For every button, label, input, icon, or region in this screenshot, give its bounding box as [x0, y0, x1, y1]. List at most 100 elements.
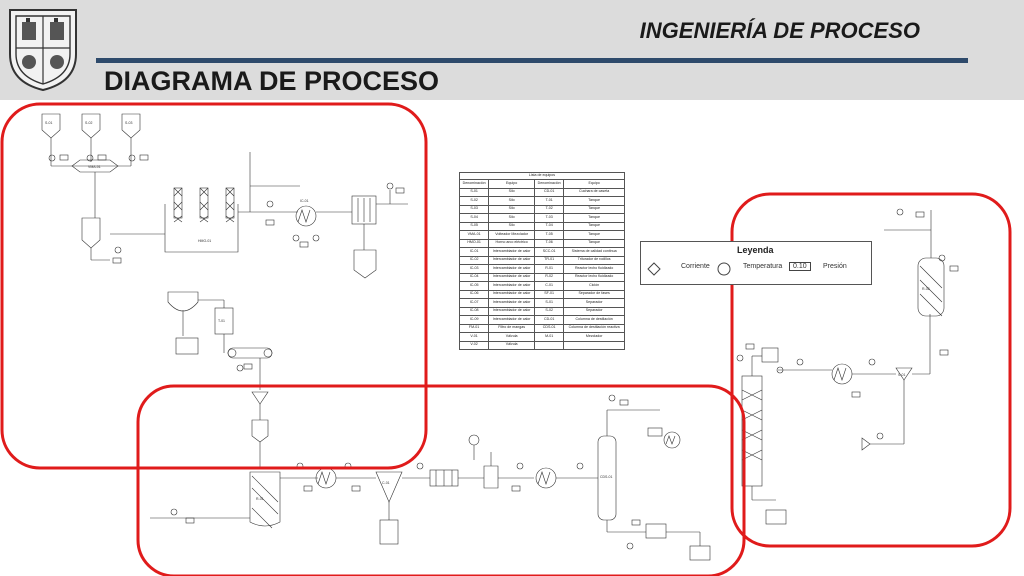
equipment-cell: IC-08 [458, 306, 490, 316]
equipment-cell: IC-05 [458, 281, 490, 291]
equipment-cell: Filtro de mangas [488, 323, 536, 333]
highlight-region-right [730, 192, 1012, 548]
equipment-cell: Intercambiador de calor [488, 255, 536, 265]
equipment-cell: Tanque [563, 230, 625, 240]
silo-2-label: S-02 [85, 121, 92, 125]
legend-title: Leyenda [737, 245, 774, 255]
equipment-cell: T-06 [534, 238, 565, 248]
university-seal-icon [9, 9, 77, 92]
equipment-cell: Ciclón [563, 281, 625, 291]
header-rule [96, 58, 968, 63]
stream-diamond-icon [647, 262, 661, 276]
page-title: DIAGRAMA DE PROCESO [104, 66, 440, 96]
equipment-cell: SCC-01 [534, 247, 565, 257]
equipment-cell: Mezclador [563, 332, 625, 342]
equipment-cell: Silo [488, 204, 536, 214]
equipment-cell: HMO-01 [458, 238, 490, 248]
equipment-cell: Tanque [563, 204, 625, 214]
equipment-cell: Silo [488, 187, 536, 197]
equipment-cell: R-02 [534, 272, 565, 282]
equipment-cell: M-01 [534, 332, 565, 342]
silo-1-label: S-01 [45, 121, 52, 125]
equipment-cell: Tanque [563, 221, 625, 231]
equipment-cell: CD-01 [534, 315, 565, 325]
equipment-cell: Volteador Mezclador [488, 230, 536, 240]
section-subtitle: INGENIERÍA DE PROCESO [639, 18, 920, 43]
equipment-cell: Tanque [563, 238, 625, 248]
silo-group [41, 113, 149, 264]
equipment-cell: Válvula [488, 332, 536, 342]
equipment-cell: IC-04 [458, 272, 490, 282]
process-flow-drawing: S-01 S-02 S-03 VMA-01 HMO-01 IC-01 C-01 … [0, 102, 1012, 576]
reactor-2-label: R-02 [922, 287, 930, 291]
equipment-cell: R-01 [534, 264, 565, 274]
equipment-cell: Reactor lecho fluidizado [563, 272, 625, 282]
equipment-cell: C-01 [534, 281, 565, 291]
slide-header: INGENIERÍA DE PROCESO DIAGRAMA DE PROCES… [0, 0, 1024, 100]
equipment-cell [534, 340, 565, 350]
equipment-cell: Silo [488, 221, 536, 231]
bottom-line [150, 394, 711, 561]
equipment-cell: Intercambiador de calor [488, 247, 536, 257]
equipment-cell: S-01 [534, 298, 565, 308]
highlight-region-top-left [0, 102, 428, 470]
equipment-cell: Silo [488, 196, 536, 206]
cyclone-label: C-01 [382, 481, 390, 485]
equipment-cell: Intercambiador de calor [488, 264, 536, 274]
equipment-cell [563, 340, 625, 350]
mixer-label: VMA-01 [88, 165, 101, 169]
equipment-cell: CD-01 [534, 187, 565, 197]
reactor-1-label: R-01 [256, 497, 264, 501]
equipment-cell: IC-06 [458, 289, 490, 299]
separator-label: S-01 [898, 373, 905, 377]
equipment-cell: Intercambiador de calor [488, 289, 536, 299]
equipment-cell: Cuchara de caseta [563, 187, 625, 197]
equipment-cell: S-03 [458, 204, 490, 214]
process-diagram: S-01 S-02 S-03 VMA-01 HMO-01 IC-01 C-01 … [0, 100, 1024, 576]
equipment-cell: Tanque [563, 196, 625, 206]
equipment-cell: Intercambiador de calor [488, 306, 536, 316]
equipment-list-header: Denominación Equipo Denominación Equipo [458, 179, 625, 189]
equipment-cell: Silo [488, 213, 536, 223]
equipment-cell: S-02 [534, 306, 565, 316]
reactor-and-tank [167, 291, 273, 468]
equipment-cell: Intercambiador de calor [488, 315, 536, 325]
equipment-cell: FM-01 [458, 323, 490, 333]
equipment-cell: SF-01 [534, 289, 565, 299]
equipment-cell: IC-01 [458, 247, 490, 257]
equipment-list-table: Lista de equipos Denominación Equipo Den… [458, 172, 625, 350]
silo-3-label: S-03 [125, 121, 132, 125]
equipment-cell: Separador de fases [563, 289, 625, 299]
equipment-cell: Intercambiador de calor [488, 272, 536, 282]
right-section [736, 208, 959, 525]
equipment-cell: S-04 [458, 213, 490, 223]
equipment-cell: VMA-01 [458, 230, 490, 240]
equipment-cell: Intercambiador de calor [488, 281, 536, 291]
tank-label: T-01 [218, 319, 225, 323]
equipment-cell: Separador [563, 306, 625, 316]
equipment-cell: Triturador de rodillos [563, 255, 625, 265]
equipment-cell: Horno arco eléctrico [488, 238, 536, 248]
equipment-cell: IC-03 [458, 264, 490, 274]
equipment-cell: IC-07 [458, 298, 490, 308]
equipment-cell: Reactor lecho fluidizado [563, 264, 625, 274]
equipment-cell: Sistema de calidad continua [563, 247, 625, 257]
column-label: CDS-01 [600, 475, 613, 479]
